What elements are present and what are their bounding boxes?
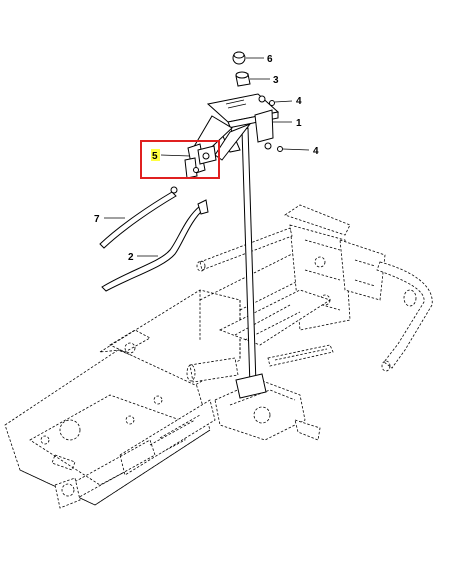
callout-2[interactable]: 2 — [128, 252, 134, 263]
highlight-box — [140, 140, 220, 179]
bushing-part-3 — [235, 71, 251, 87]
chassis-frame — [4, 204, 433, 509]
callout-4-upper[interactable]: 4 — [296, 96, 302, 107]
cable-part-2 — [101, 199, 209, 292]
callout-1[interactable]: 1 — [296, 118, 302, 129]
steering-rod — [235, 127, 267, 399]
callout-3[interactable]: 3 — [273, 75, 279, 86]
callout-7[interactable]: 7 — [94, 214, 100, 225]
leader-lines — [104, 57, 310, 257]
lever-part-5 — [184, 143, 217, 179]
bolt-part-4-upper — [258, 95, 275, 106]
callout-5[interactable]: 5 — [152, 151, 158, 162]
bracket-part-1 — [191, 93, 280, 161]
knob-part-6 — [232, 51, 246, 65]
highlight-label-background — [151, 149, 160, 161]
bolt-part-4-lower — [264, 142, 283, 152]
callout-4-lower[interactable]: 4 — [313, 146, 319, 157]
cable-part-7 — [99, 186, 178, 249]
callout-6[interactable]: 6 — [267, 54, 273, 65]
